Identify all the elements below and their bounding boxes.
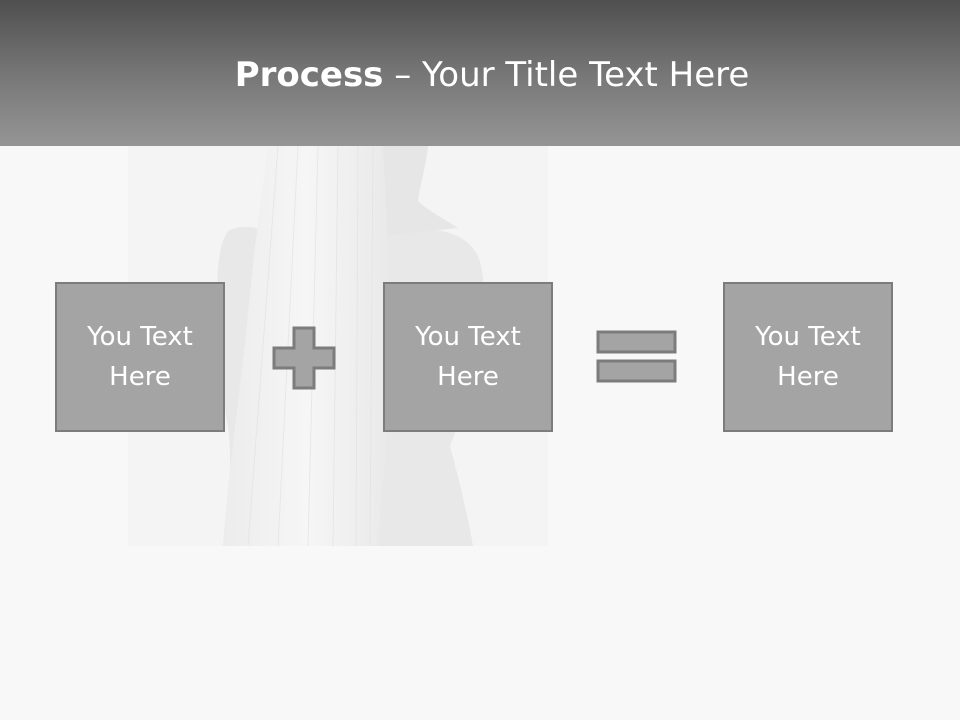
process-box-3[interactable]: You Text Here bbox=[723, 282, 893, 432]
title-rest: – Your Title Text Here bbox=[383, 55, 750, 95]
process-box-2-text: You Text Here bbox=[415, 322, 521, 392]
title-strong: Process bbox=[234, 55, 384, 95]
plus-icon bbox=[272, 326, 336, 390]
title-bar: Process – Your Title Text Here bbox=[0, 0, 960, 146]
process-box-2[interactable]: You Text Here bbox=[383, 282, 553, 432]
slide-title[interactable]: Process – Your Title Text Here bbox=[0, 52, 960, 98]
process-box-1-text: You Text Here bbox=[87, 322, 193, 392]
process-box-1[interactable]: You Text Here bbox=[55, 282, 225, 432]
equals-icon bbox=[596, 330, 677, 383]
process-box-3-text: You Text Here bbox=[755, 322, 861, 392]
